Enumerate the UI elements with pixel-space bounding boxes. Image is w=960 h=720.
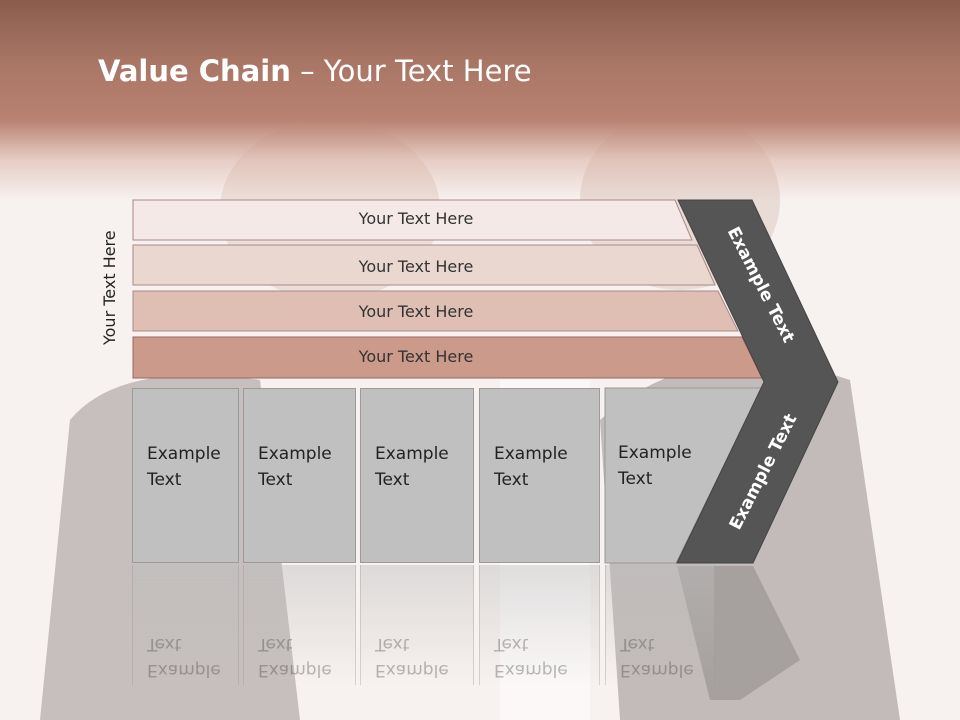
vertical-label[interactable]: Your Text Here <box>100 230 119 345</box>
title-banner <box>0 0 960 200</box>
support-row-4: Your Text Here <box>358 347 474 366</box>
support-row-3: Your Text Here <box>358 302 474 321</box>
slide-title-bold: Value Chain <box>98 54 291 88</box>
support-row-1: Your Text Here <box>358 209 474 228</box>
slide-title-rest: – Your Text Here <box>290 54 532 88</box>
support-row-2: Your Text Here <box>358 257 474 276</box>
slide-title[interactable]: Value Chain – Your Text Here <box>98 54 532 88</box>
